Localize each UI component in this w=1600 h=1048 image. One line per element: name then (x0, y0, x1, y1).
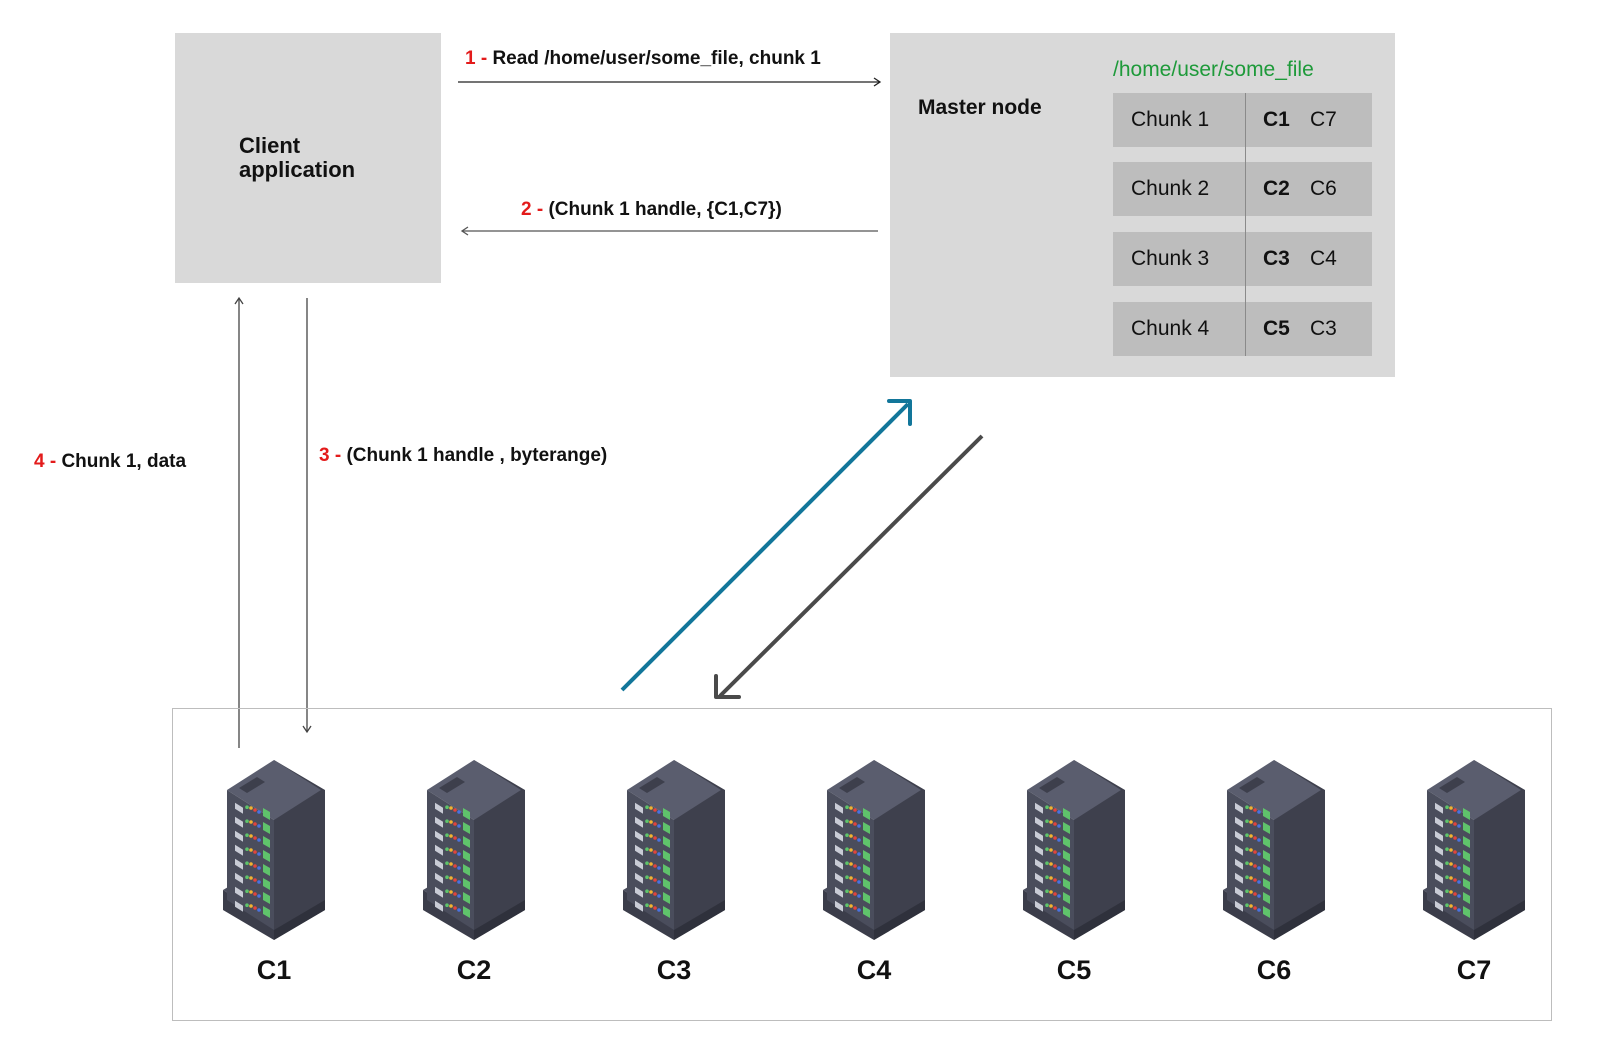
chunk-row: Chunk 4 C5 C3 (1113, 302, 1372, 356)
message-4-label: 4 - Chunk 1, data (34, 451, 186, 473)
server-icon (1413, 750, 1535, 942)
message-2-label: 2 - (Chunk 1 handle, {C1,C7}) (521, 199, 782, 221)
chunk-replica-server: C4 (1310, 247, 1337, 270)
server-label: C2 (456, 955, 492, 985)
message-text: (Chunk 1 handle, {C1,C7}) (548, 199, 782, 220)
server-label: C4 (856, 955, 892, 985)
chunk-name: Chunk 3 (1131, 247, 1210, 270)
file-path-label: /home/user/some_file (1113, 58, 1314, 81)
chunk-name: Chunk 4 (1131, 317, 1210, 340)
chunk-primary-server: C2 (1263, 177, 1290, 200)
step-number: 4 - (34, 451, 62, 472)
step-number: 3 - (319, 445, 347, 466)
server-icon (413, 750, 535, 942)
chunk-replica-server: C3 (1310, 317, 1337, 340)
chunk-table-divider (1245, 93, 1246, 356)
server-label: C3 (656, 955, 692, 985)
chunk-name: Chunk 1 (1131, 108, 1210, 131)
client-application-label: Client application (239, 133, 356, 182)
chunk-row: Chunk 1 C1 C7 (1113, 93, 1372, 147)
arrow-handle-response (460, 226, 878, 236)
server-icon (613, 750, 735, 942)
chunk-replica-server: C7 (1310, 108, 1337, 131)
server-icon (1013, 750, 1135, 942)
step-number: 2 - (521, 199, 549, 220)
chunk-name: Chunk 2 (1131, 177, 1210, 200)
server-label: C7 (1456, 955, 1492, 985)
server-label: C5 (1056, 955, 1092, 985)
chunk-server-cluster (172, 708, 1552, 1021)
chunk-replica-server: C6 (1310, 177, 1337, 200)
chunk-row: Chunk 2 C2 C6 (1113, 162, 1372, 216)
arrow-read-request (458, 77, 882, 87)
arrow-chunk-data-up (234, 296, 244, 748)
chunk-primary-server: C5 (1263, 317, 1290, 340)
chunk-primary-server: C1 (1263, 108, 1290, 131)
message-text: Read /home/user/some_file, chunk 1 (492, 48, 821, 69)
server-icon (813, 750, 935, 942)
master-node-label: Master node (918, 96, 1042, 119)
message-3-label: 3 - (Chunk 1 handle , byterange) (319, 445, 607, 467)
server-label: C6 (1256, 955, 1292, 985)
server-icon (213, 750, 335, 942)
server-icon (1213, 750, 1335, 942)
arrow-cluster-to-master (620, 399, 912, 692)
message-text: (Chunk 1 handle , byterange) (346, 445, 608, 466)
client-application-box (175, 33, 441, 283)
chunk-primary-server: C3 (1263, 247, 1290, 270)
message-1-label: 1 - Read /home/user/some_file, chunk 1 (465, 48, 821, 70)
arrow-chunk-request-down (302, 298, 312, 734)
message-text: Chunk 1, data (61, 451, 187, 472)
server-label: C1 (256, 955, 292, 985)
step-number: 1 - (465, 48, 493, 69)
arrow-master-to-cluster (714, 434, 984, 699)
chunk-row: Chunk 3 C3 C4 (1113, 232, 1372, 286)
